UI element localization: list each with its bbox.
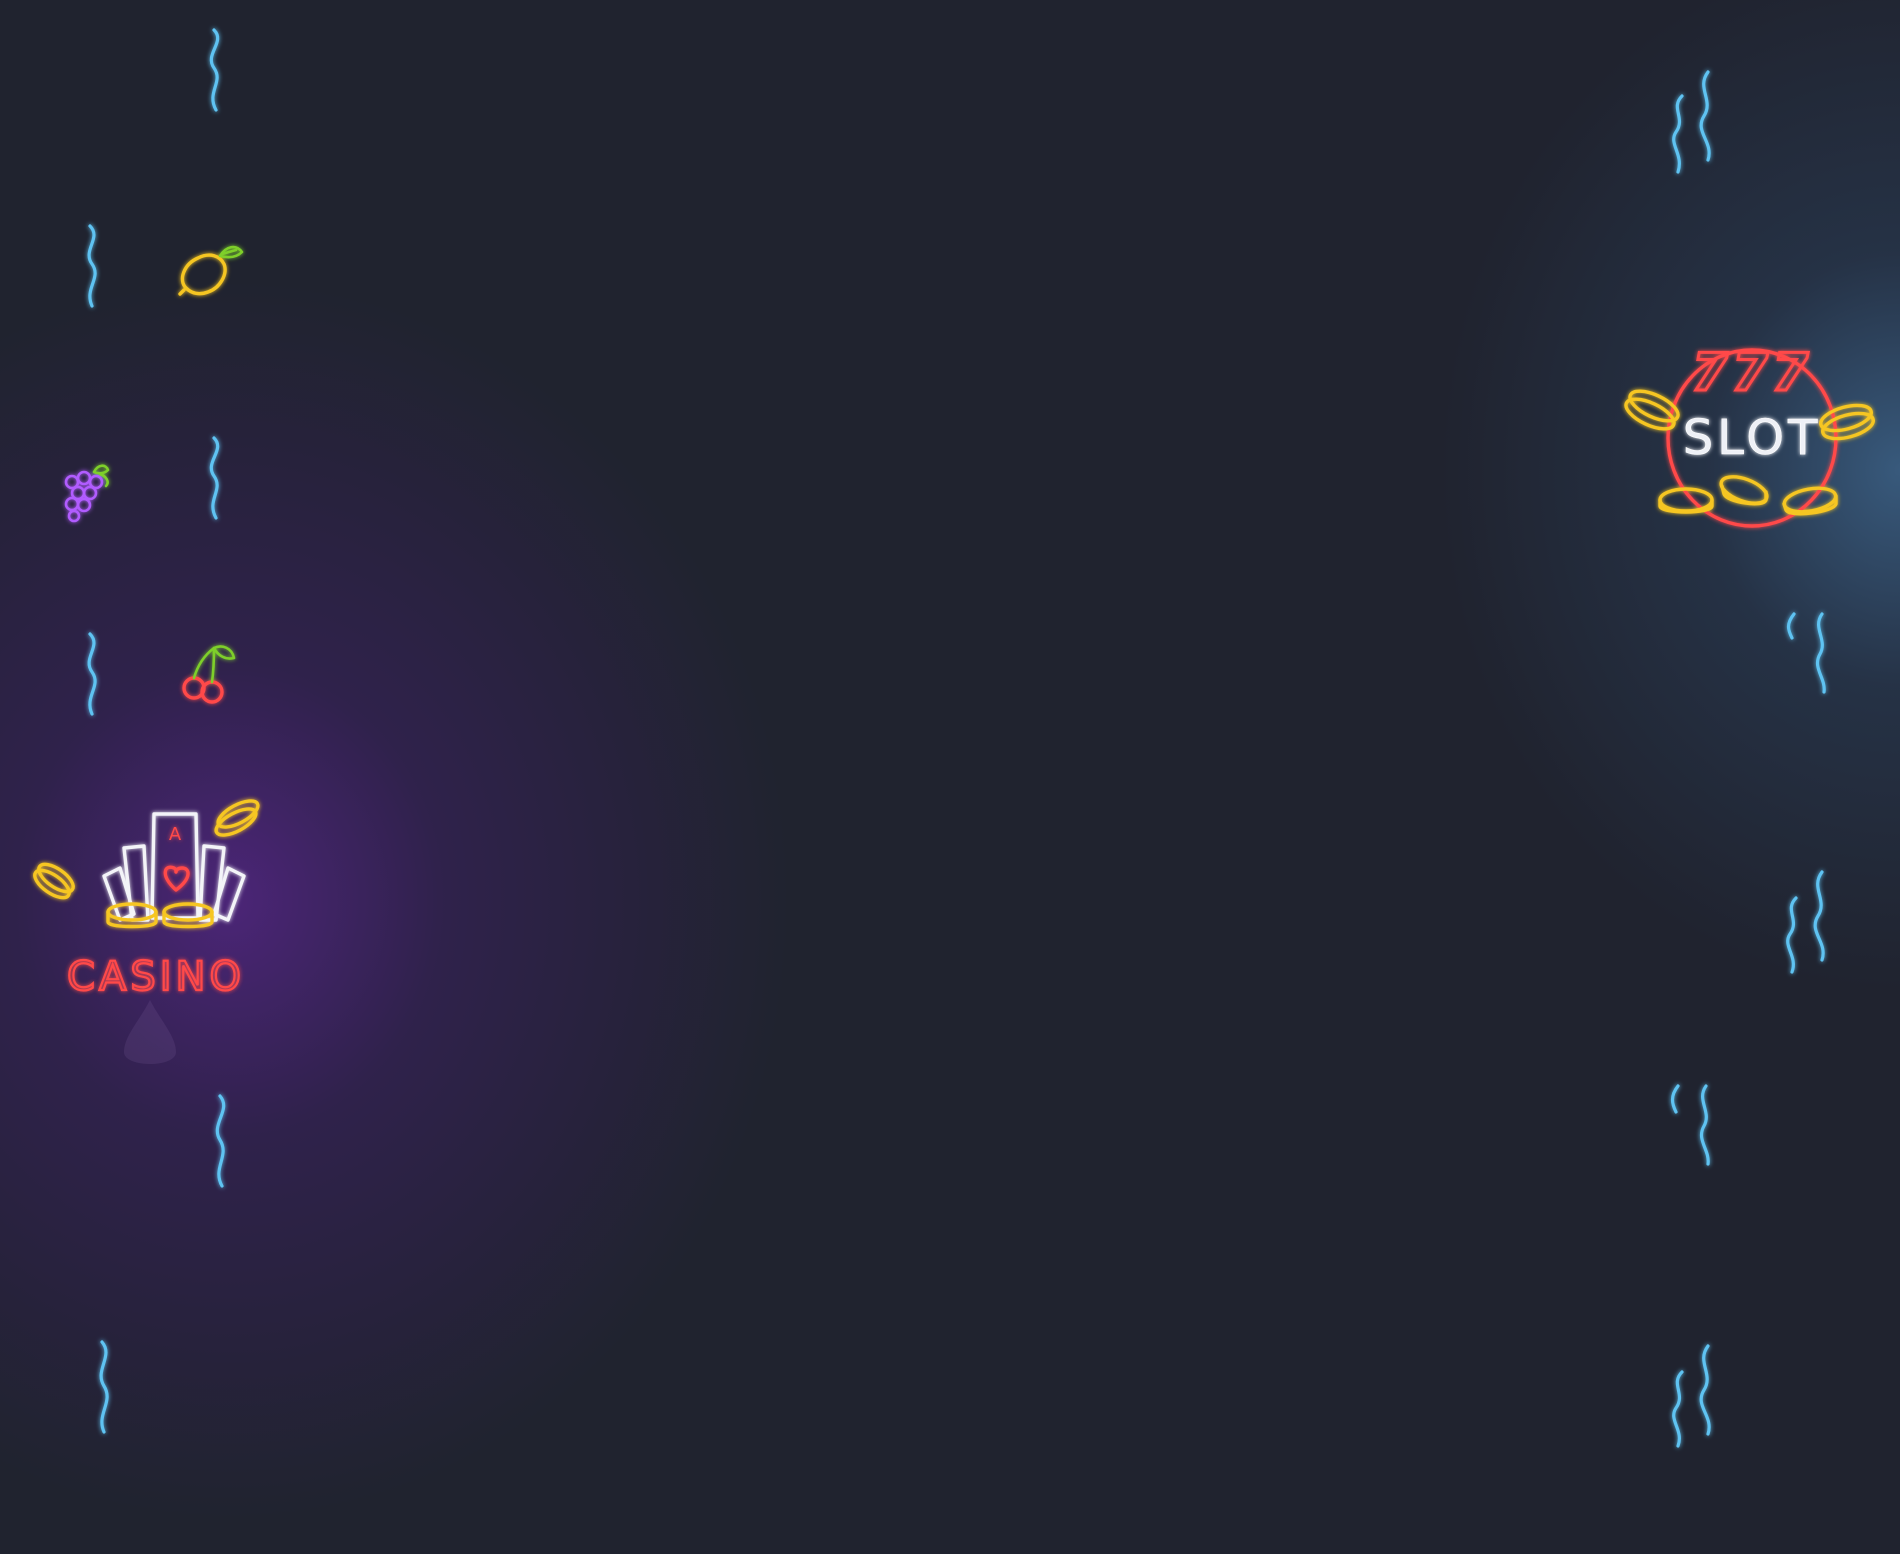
squiggle-icon — [1786, 612, 1826, 694]
squiggle-icon — [209, 436, 220, 520]
lemon-icon — [178, 245, 244, 296]
squiggle-icon — [87, 632, 97, 716]
grapes-icon — [64, 464, 110, 523]
casino-neon-sign: A CASINO — [33, 799, 260, 1001]
squiggle-icon — [215, 1094, 226, 1188]
drip-shape — [124, 1000, 176, 1064]
squiggle-icon — [209, 28, 220, 112]
casino-label: CASINO — [67, 954, 245, 1000]
slot-label: SLOT — [1683, 410, 1822, 466]
squiggle-icon — [99, 1340, 109, 1434]
squiggle-icon — [87, 224, 97, 308]
cherries-icon — [182, 645, 236, 704]
squiggle-icon — [1672, 1344, 1711, 1448]
casino-card-rank: A — [169, 824, 185, 845]
slot-number: 777 — [1692, 343, 1813, 403]
squiggle-icon — [1670, 1084, 1710, 1166]
slot-777-neon-sign: 777 SLOT — [1624, 342, 1875, 528]
squiggle-icon — [1786, 870, 1825, 974]
squiggle-icon — [1672, 70, 1711, 174]
